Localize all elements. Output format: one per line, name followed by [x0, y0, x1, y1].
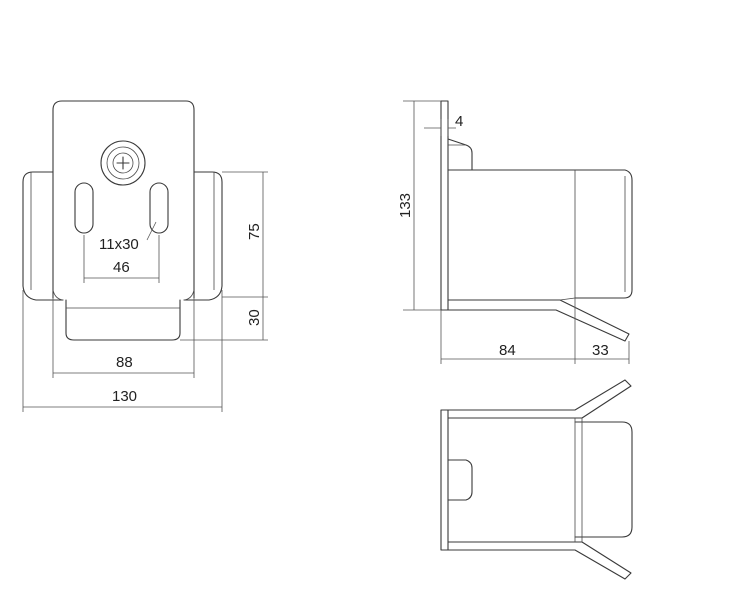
top-wing — [574, 421, 633, 538]
front-inner-bend-left — [52, 289, 64, 301]
dim-133: 133 — [397, 193, 414, 218]
front-inner-bend-right — [183, 289, 195, 301]
front-view: 11x30 — [22, 100, 223, 341]
slot-callout-leader — [146, 221, 157, 241]
side-wing-top — [447, 169, 633, 181]
dim-88: 88 — [116, 354, 133, 371]
side-wing-body — [574, 179, 633, 299]
top-lower-edge — [447, 541, 632, 580]
dim-46: 46 — [113, 259, 130, 276]
front-dimensions: 46 75 30 88 130 — [22, 171, 268, 412]
screw-mid — [106, 146, 140, 180]
side-dimensions: 133 4 84 33 — [397, 100, 630, 364]
dim-slot-11x30: 11x30 — [99, 236, 139, 253]
dim-30: 30 — [246, 309, 263, 326]
dim-84: 84 — [499, 342, 516, 359]
side-top-tab — [447, 138, 473, 171]
front-right-wing — [183, 171, 223, 301]
screw-cross-icon — [116, 156, 130, 170]
screw-outer — [100, 140, 146, 186]
slot-left — [74, 182, 94, 234]
dim-75: 75 — [246, 223, 263, 240]
top-back-plate — [440, 409, 449, 551]
dim-33: 33 — [592, 342, 609, 359]
screw-head — [112, 152, 134, 174]
top-view — [440, 379, 633, 580]
front-left-wing — [22, 171, 64, 301]
slot-right — [149, 182, 169, 234]
side-back-plate — [440, 100, 449, 311]
dim-130: 130 — [112, 388, 137, 405]
side-view — [440, 100, 633, 342]
front-bottom-lip — [65, 299, 181, 341]
front-back-plate — [52, 100, 195, 299]
top-center-tab — [447, 459, 473, 501]
side-bottom-lip — [447, 299, 630, 342]
dim-4: 4 — [455, 113, 463, 130]
top-upper-edge — [447, 379, 632, 419]
